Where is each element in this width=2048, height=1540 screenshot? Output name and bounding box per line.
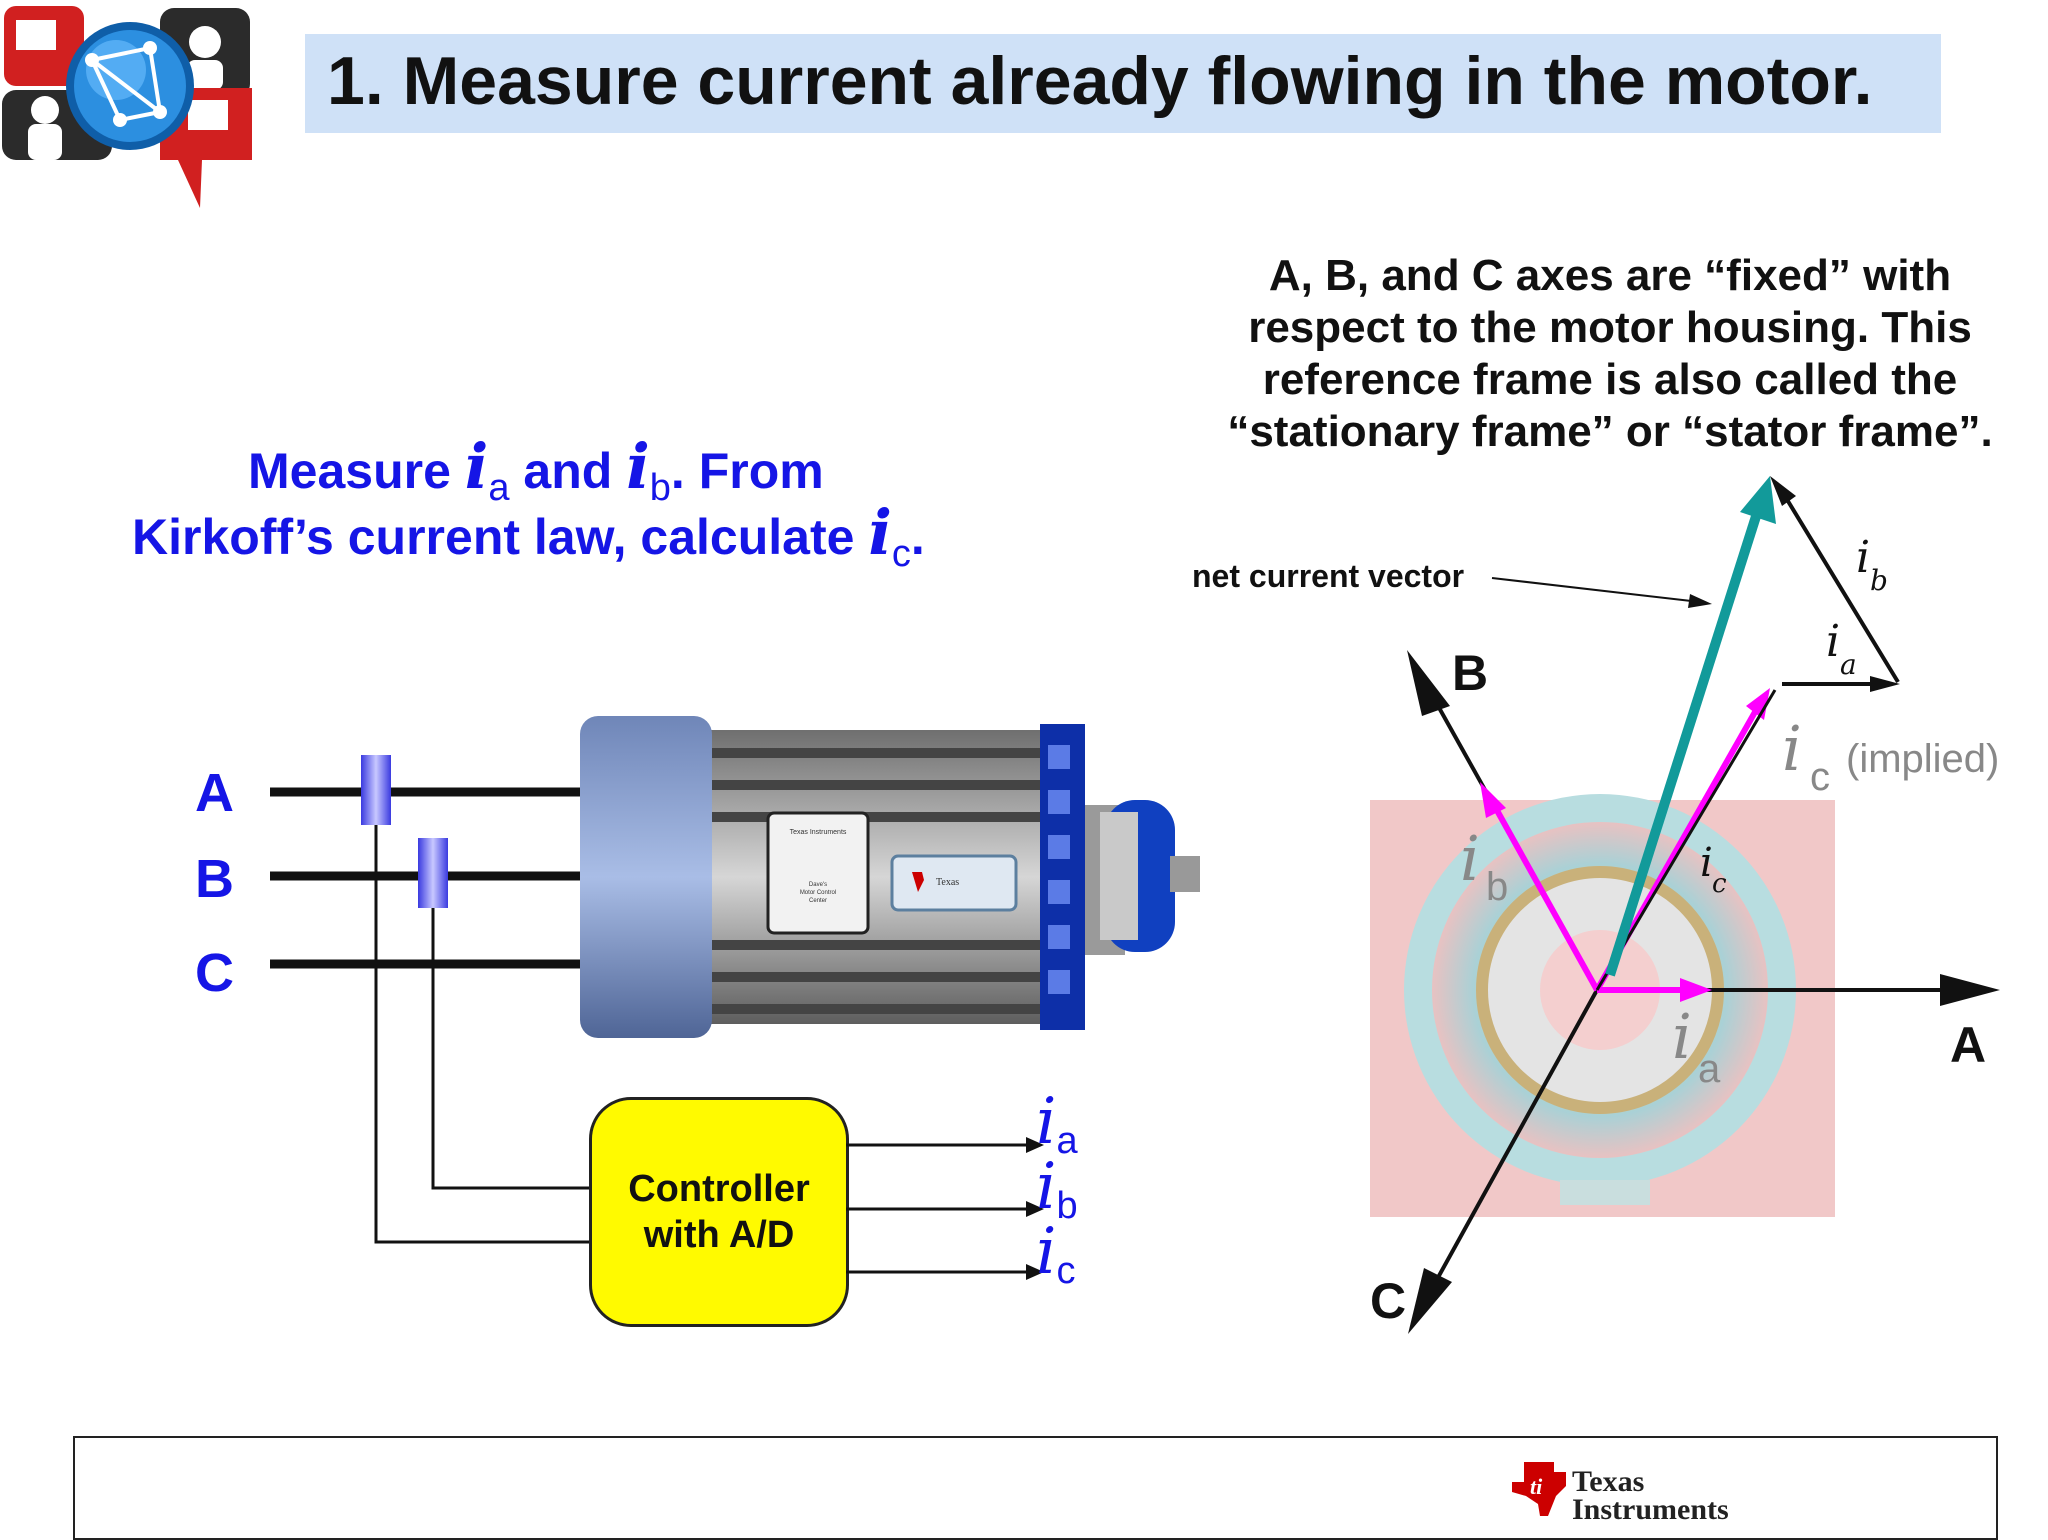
ia-subscript: a (488, 467, 510, 509)
net-current-label: net current vector (1192, 558, 1465, 594)
axis-label-a: A (1950, 1017, 1986, 1073)
kirchhoff-text: Kirkoff’s current law, calculate (132, 509, 855, 565)
inner-ic-symbol: i (1700, 840, 1713, 886)
vector-ib-sub: b (1486, 865, 1508, 909)
ia-symbol: i (464, 430, 489, 503)
axis-a-arrowhead (1940, 974, 2000, 1006)
axes-note-line3: reference frame is also called the (1262, 355, 1958, 404)
net-current-vector (1605, 508, 1763, 977)
controller-line1: Controller (628, 1168, 810, 1210)
sensor-lead-b (431, 908, 589, 1190)
footer-brand: Texas Instruments (1572, 1465, 1729, 1526)
net-current-vector-head (1740, 476, 1776, 524)
title-bar: 1. Measure current already flowing in th… (305, 34, 1941, 133)
controller-block: Controller with A/D (589, 1097, 849, 1327)
triangle-ib-symbol: i (1856, 532, 1870, 583)
axis-c-arrowhead (1408, 1268, 1452, 1334)
controller-line2: with A/D (643, 1214, 795, 1256)
statement-line-1: Measure ia and ib. From (248, 430, 824, 509)
texas-instruments-logo-icon: ti (1512, 1462, 1566, 1516)
output-ic-symbol: i (1036, 1215, 1057, 1289)
footer-brand-line2: Instruments (1572, 1493, 1729, 1526)
ib-symbol: i (626, 430, 650, 503)
output-ia-sub: a (1056, 1120, 1078, 1162)
statement-line-2: Kirkoff’s current law, calculate ic. (132, 496, 925, 575)
ib-construction (1778, 486, 1900, 684)
ia-vector-head (1680, 978, 1712, 1002)
sensor-lead-a (374, 825, 589, 1244)
phase-label-b: B (195, 849, 234, 909)
and-word: and (523, 443, 613, 499)
axes-note-line1: A, B, and C axes are “fixed” with (1268, 251, 1952, 300)
triangle-ib-sub: b (1870, 564, 1888, 597)
motor-badge-text: Texas (936, 877, 959, 888)
footer-brand-line1: Texas (1572, 1465, 1645, 1498)
vector-ia-sub: a (1698, 1047, 1721, 1091)
current-sensor-a (361, 755, 391, 825)
output-ia-symbol: i (1036, 1085, 1057, 1159)
ib-vector-head (1480, 782, 1506, 818)
vector-ic-symbol: i (1782, 712, 1802, 785)
output-label-ib: ib (1036, 1150, 1078, 1227)
motor-plate-line3: Motor Control (800, 890, 836, 896)
axes-note-line4: “stationary frame” or “stator frame”. (1227, 407, 1993, 456)
axis-c-line (1428, 989, 1599, 1293)
vector-ia-symbol: i (1672, 1000, 1692, 1073)
ic-vector-head (1746, 688, 1770, 720)
slide-title: 1. Measure current already flowing in th… (327, 43, 1873, 119)
axis-b-arrowhead (1407, 650, 1450, 716)
net-current-leader (1491, 577, 1701, 603)
motor-illustration: Texas Instruments Dave's Motor Control C… (580, 716, 1200, 1038)
ic-implied-label: (implied) (1846, 737, 1999, 781)
motor-plate-text: Texas Instruments (790, 829, 847, 836)
axis-label-c: C (1370, 1273, 1406, 1329)
output-ic-sub: c (1056, 1250, 1076, 1292)
phase-label-c: C (195, 943, 234, 1003)
webinar-logo-icon (2, 6, 252, 208)
motor-plate-line4: Center (809, 898, 827, 904)
output-ib-symbol: i (1036, 1150, 1057, 1224)
vector-ib-symbol: i (1460, 822, 1480, 895)
current-sensor-b (418, 838, 448, 908)
axes-note: A, B, and C axes are “fixed” with respec… (1190, 250, 2030, 458)
motor-plate-line2: Dave's (809, 882, 827, 888)
inner-ic-sub: c (1712, 869, 1727, 899)
ic-subscript: c (891, 533, 911, 575)
axes-note-line2: respect to the motor housing. This (1248, 303, 1972, 352)
ib-vector (1491, 803, 1600, 992)
ic-symbol: i (868, 496, 892, 569)
axis-label-b: B (1452, 645, 1488, 701)
period: . (910, 509, 925, 565)
measure-word: Measure (248, 443, 451, 499)
phase-label-a: A (195, 763, 234, 823)
output-label-ic: ic (1036, 1215, 1076, 1292)
vector-ic-sub: c (1810, 755, 1830, 799)
triangle-ia-sub: a (1840, 648, 1857, 681)
output-ib-sub: b (1056, 1185, 1078, 1227)
triangle-ia-symbol: i (1826, 616, 1840, 667)
svg-text:ti: ti (1530, 1474, 1543, 1499)
from-word: . From (670, 443, 824, 499)
ib-subscript: b (649, 467, 671, 509)
output-label-ia: ia (1036, 1085, 1078, 1162)
